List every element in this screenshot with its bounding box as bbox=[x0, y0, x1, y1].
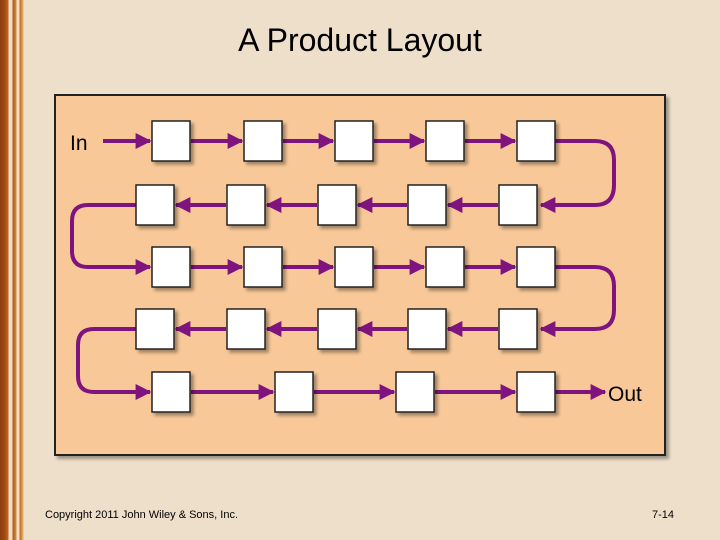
in-label: In bbox=[70, 132, 88, 155]
copyright-text: Copyright 2011 John Wiley & Sons, Inc. bbox=[45, 509, 239, 521]
workstation bbox=[243, 120, 283, 162]
workstation bbox=[498, 184, 538, 226]
workstation bbox=[317, 184, 357, 226]
workstation bbox=[498, 308, 538, 350]
workstation bbox=[407, 308, 447, 350]
connector-arrow bbox=[539, 265, 616, 337]
page-number: 7-14 bbox=[652, 509, 675, 521]
workstation bbox=[151, 371, 191, 413]
workstation bbox=[334, 246, 374, 288]
workstation bbox=[151, 120, 191, 162]
workstations bbox=[135, 120, 556, 413]
workstation bbox=[395, 371, 435, 413]
slide-title: A Product Layout bbox=[238, 22, 482, 58]
workstation bbox=[516, 246, 556, 288]
workstation bbox=[151, 246, 191, 288]
connector-arrow bbox=[76, 327, 152, 400]
workstation bbox=[516, 371, 556, 413]
workstation bbox=[334, 120, 374, 162]
flow-paths bbox=[70, 133, 616, 400]
workstation bbox=[425, 246, 465, 288]
workstation bbox=[274, 371, 314, 413]
out-label: Out bbox=[608, 383, 642, 406]
decorative-side-band bbox=[0, 0, 30, 540]
workstation bbox=[243, 246, 283, 288]
workstation bbox=[516, 120, 556, 162]
workstation bbox=[407, 184, 447, 226]
connector-arrow bbox=[539, 139, 616, 213]
workstation bbox=[317, 308, 357, 350]
workstation bbox=[226, 184, 266, 226]
workstation bbox=[135, 308, 175, 350]
workstation bbox=[135, 184, 175, 226]
workstation bbox=[425, 120, 465, 162]
workstation bbox=[226, 308, 266, 350]
connector-arrow bbox=[70, 203, 152, 275]
